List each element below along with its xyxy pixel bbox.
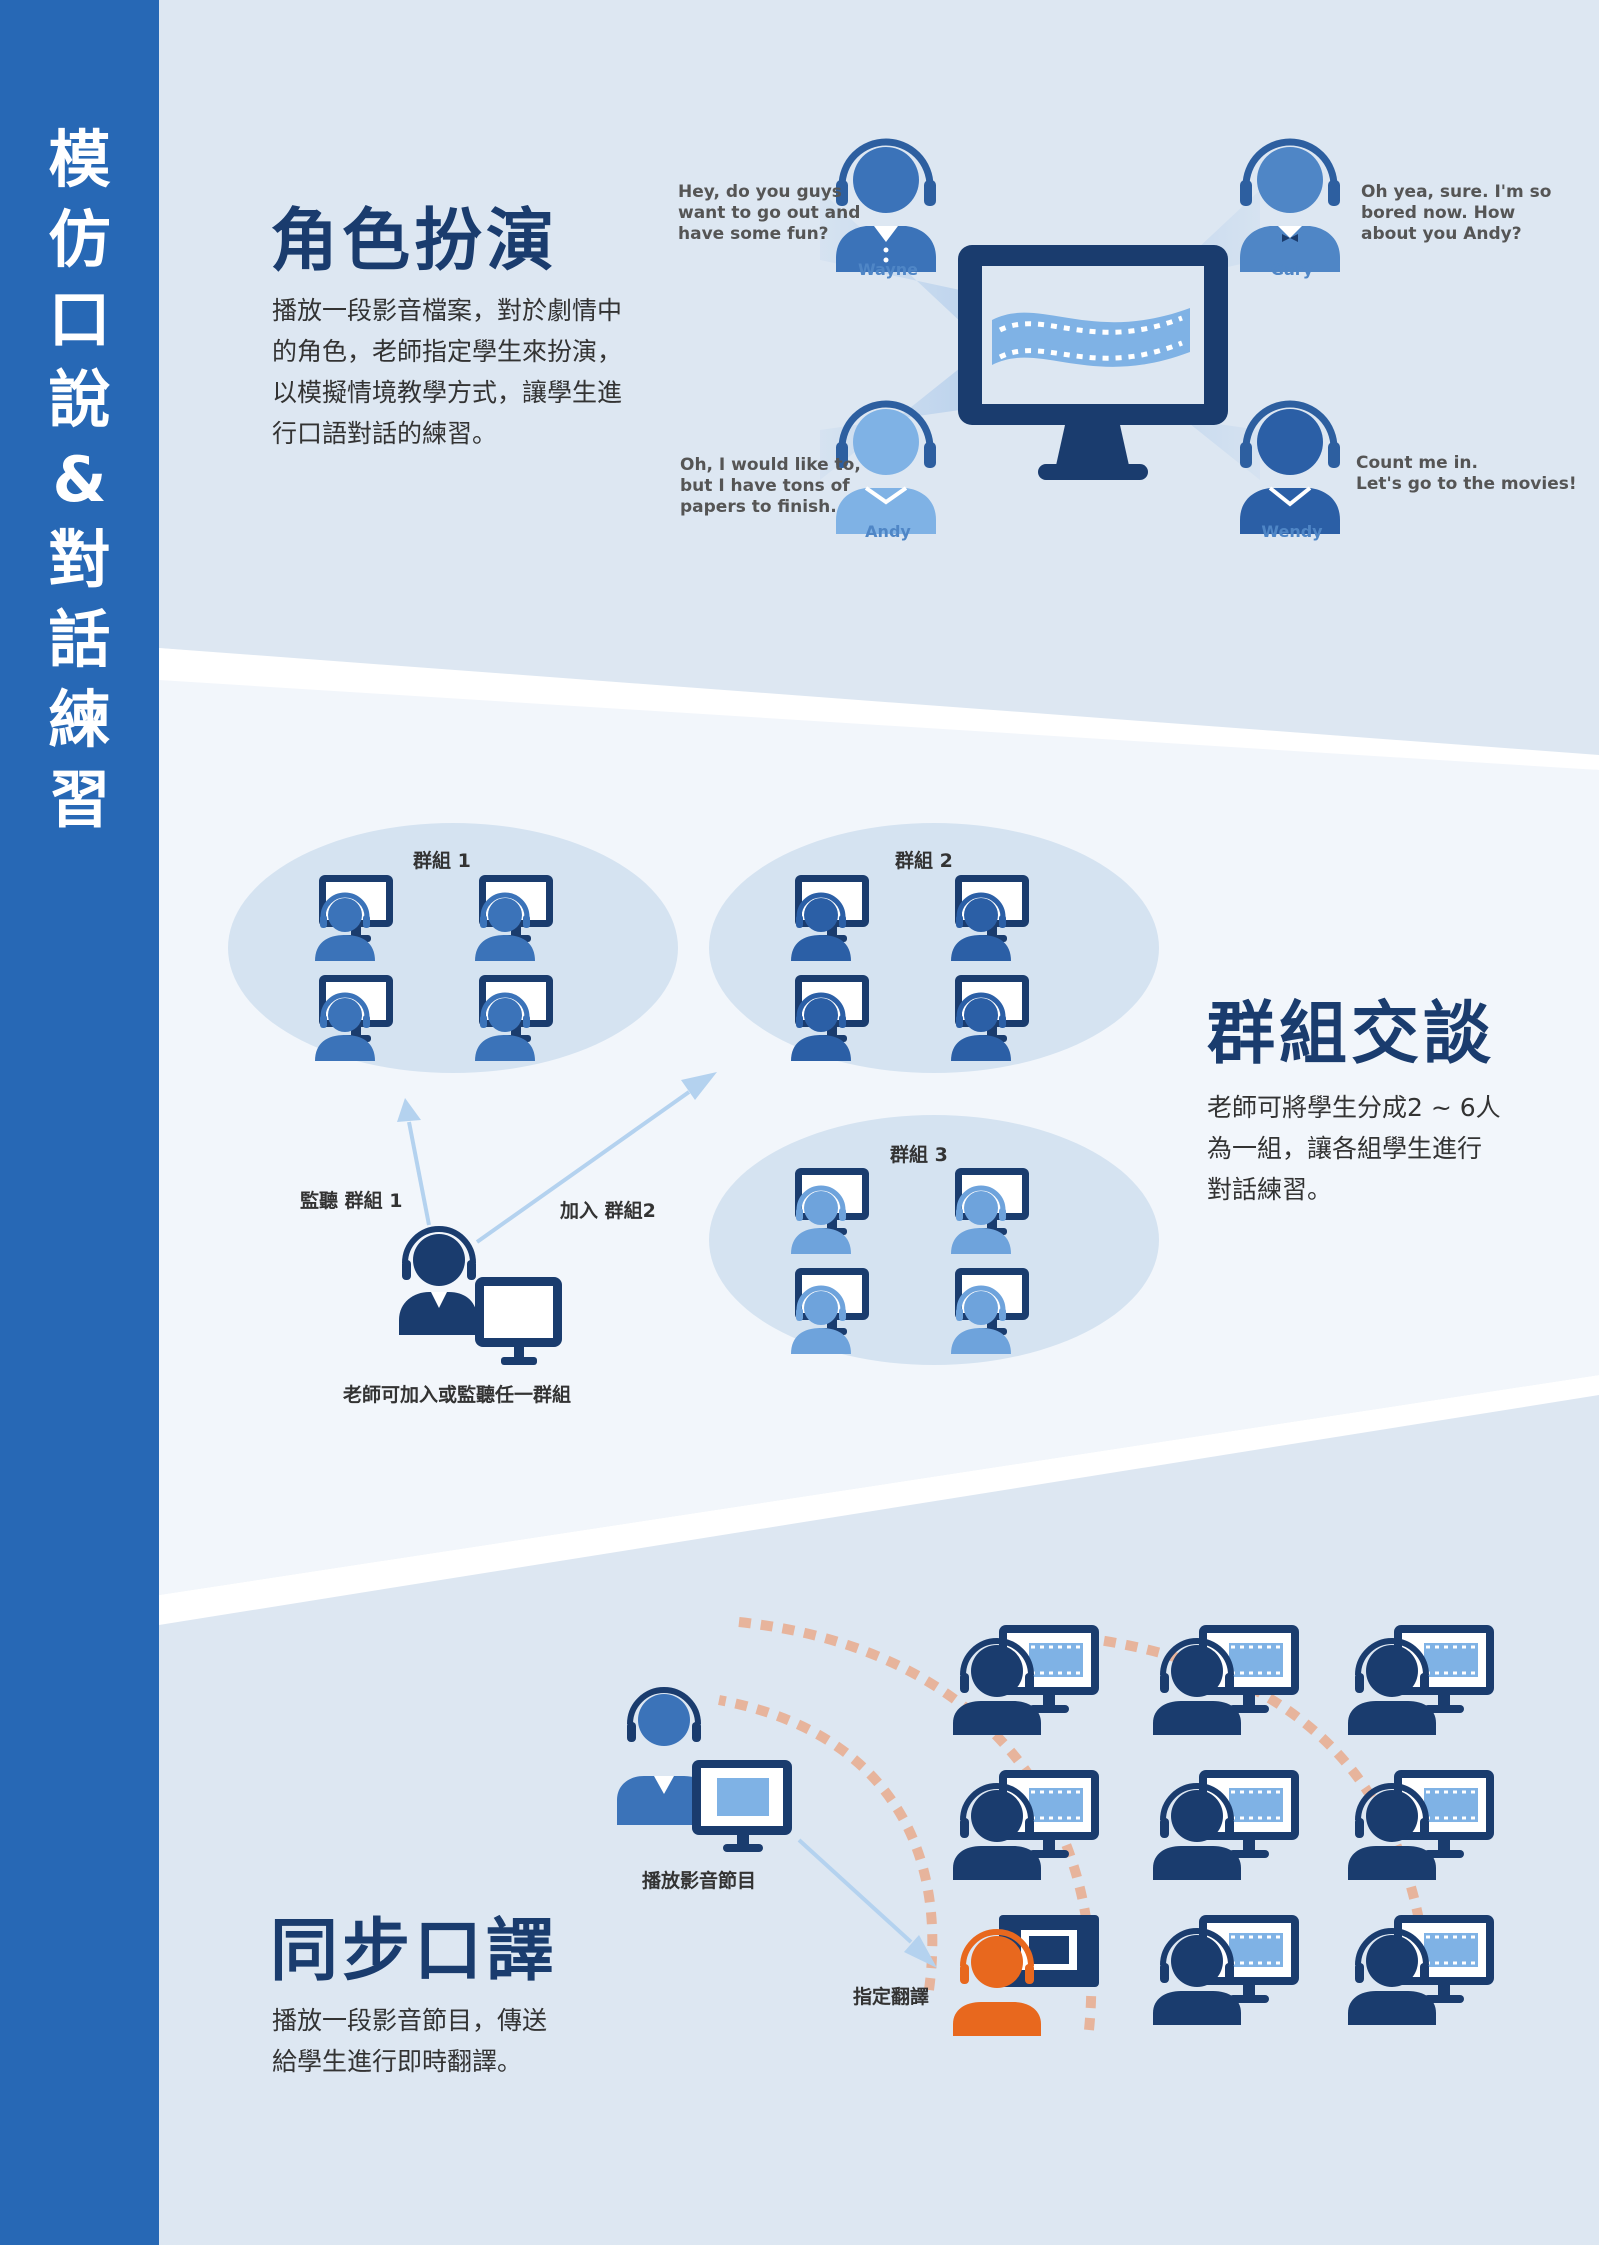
dialog-line: Hey, do you guys: [678, 182, 842, 202]
description-line: 以模擬情境教學方式，讓學生進: [272, 378, 623, 407]
sidebar-title-char: 模: [48, 123, 111, 196]
description-line: 給學生進行即時翻譯。: [272, 2047, 523, 2076]
teacher-monitor-icon: [475, 1277, 562, 1365]
sidebar-title-char: &: [52, 443, 107, 516]
join-arrow: [475, 1072, 717, 1244]
character-name: Wayne: [857, 260, 919, 279]
group-talk-diagram: [228, 823, 1159, 1365]
sidebar: [0, 0, 159, 2245]
interpretation-diagram: [617, 1617, 1599, 2036]
description-line: 對話練習。: [1207, 1175, 1333, 1204]
group-label: 群組 1: [413, 850, 471, 872]
gary-avatar: [1240, 142, 1340, 272]
monitor-label: 監聽 群組 1: [300, 1190, 403, 1212]
student-station: [1153, 1625, 1299, 1735]
presenter-icon: [617, 1687, 711, 1825]
student-station: [1348, 1915, 1494, 2025]
group-talk-title: 群組交談: [1207, 995, 1496, 1074]
dialog-bubble: Hey, do you guys want to go out and have…: [678, 182, 860, 245]
interpretation-title: 同步口譯: [270, 1912, 559, 1991]
dialog-line: bored now. How: [1361, 203, 1516, 223]
teacher-icon: [399, 1226, 477, 1335]
sound-wave-arcs: [718, 1617, 1424, 2031]
film-strip-icon: [992, 308, 1190, 367]
description-line: 播放一段影音檔案，對於劇情中: [272, 296, 623, 325]
dialog-line: but I have tons of: [680, 476, 850, 496]
sidebar-title-char: 習: [48, 763, 111, 836]
sidebar-title: 模 仿 口 說 & 對 話 練 習: [0, 120, 159, 840]
group-label: 群組 3: [890, 1144, 948, 1166]
character-name: Wendy: [1261, 522, 1323, 541]
dialog-line: about you Andy?: [1361, 224, 1522, 244]
role-play-description: 播放一段影音檔案，對於劇情中 的角色，老師指定學生來扮演， 以模擬情境教學方式，…: [272, 290, 622, 454]
role-play-title: 角色扮演: [270, 202, 559, 281]
interpreter-station: [953, 1915, 1099, 2036]
presenter-monitor-icon: [692, 1760, 792, 1852]
sidebar-title-char: 練: [48, 683, 111, 756]
student-station: [1153, 1915, 1299, 2025]
andy-avatar: [836, 404, 936, 534]
dialog-line: have some fun?: [678, 224, 829, 244]
assign-arrow: [797, 1838, 937, 1968]
dialog-bubble: Count me in. Let's go to the movies!: [1356, 453, 1577, 495]
student-station: [953, 1625, 1099, 1735]
sidebar-title-char: 說: [48, 363, 111, 436]
monitor-arrow: [397, 1098, 431, 1226]
student-station: [1153, 1770, 1299, 1880]
character-name: Gary: [1270, 260, 1314, 279]
teacher-caption: 老師可加入或監聽任一群組: [343, 1384, 572, 1406]
group-talk-description: 老師可將學生分成2 ~ 6人 為一組，讓各組學生進行 對話練習。: [1207, 1087, 1501, 1210]
student-station: [1348, 1625, 1494, 1735]
wendy-avatar: [1240, 404, 1340, 534]
description-line: 播放一段影音節目，傳送: [272, 2006, 548, 2035]
description-line: 老師可將學生分成2 ~ 6人: [1207, 1093, 1501, 1122]
character-name: Andy: [865, 522, 911, 541]
sidebar-title-char: 仿: [48, 203, 111, 276]
dialog-line: Let's go to the movies!: [1356, 474, 1577, 494]
sidebar-title-char: 話: [48, 603, 111, 676]
dialog-line: Count me in.: [1356, 453, 1478, 473]
sidebar-title-char: 對: [48, 523, 111, 596]
description-line: 為一組，讓各組學生進行: [1207, 1134, 1483, 1163]
sidebar-title-char: 口: [48, 283, 111, 356]
role-play-diagram: [820, 130, 1580, 534]
join-label: 加入 群組2: [560, 1200, 656, 1222]
description-line: 行口語對話的練習。: [272, 419, 498, 448]
description-line: 的角色，老師指定學生來扮演，: [272, 337, 623, 366]
dialog-bubble: Oh, I would like to, but I have tons of …: [680, 455, 861, 518]
dialog-line: Oh, I would like to,: [680, 455, 861, 475]
dialog-line: want to go out and: [678, 203, 861, 223]
wayne-avatar: [836, 142, 936, 272]
play-program-label: 播放影音節目: [642, 1870, 757, 1892]
assign-interpreter-label: 指定翻譯: [853, 1986, 930, 2008]
dialog-line: papers to finish.: [680, 497, 837, 517]
group-label: 群組 2: [895, 850, 953, 872]
interpretation-description: 播放一段影音節目，傳送 給學生進行即時翻譯。: [272, 2000, 547, 2082]
student-station: [953, 1770, 1099, 1880]
dialog-bubble: Oh yea, sure. I'm so bored now. How abou…: [1361, 182, 1551, 245]
dialog-line: Oh yea, sure. I'm so: [1361, 182, 1552, 202]
